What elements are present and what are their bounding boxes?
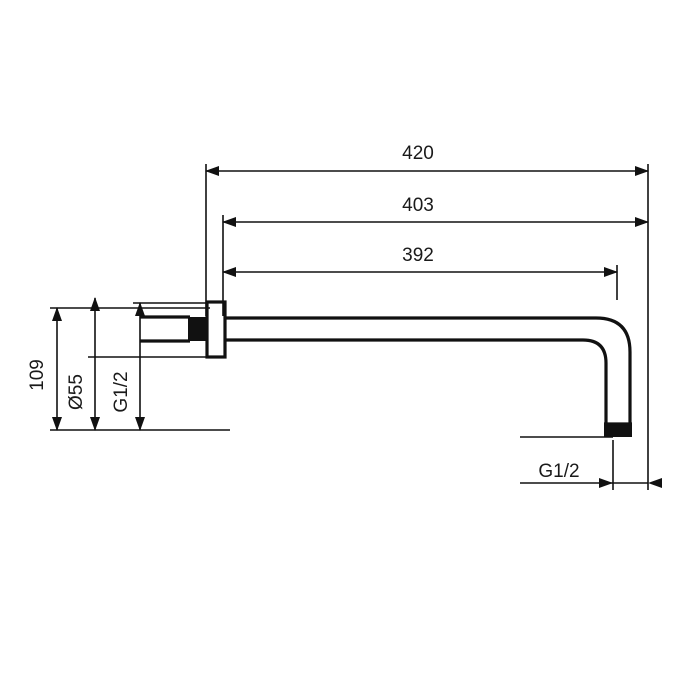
inlet-nipple [140,315,190,343]
dimension-outlet-thread: G1/2 [520,461,662,488]
dimension-109: 109 [27,307,62,431]
dimension-flange-diameter: Ø55 [66,297,100,431]
shower-arm-part [140,300,632,437]
dimension-inlet-thread-label: G1/2 [111,371,132,412]
dimension-392: 392 [222,245,618,277]
dimension-109-label: 109 [27,359,48,391]
arm-tube [225,316,596,342]
outlet-connector [604,422,632,437]
dimension-420-label: 420 [402,143,434,164]
dimension-outlet-thread-label: G1/2 [538,461,579,482]
dimension-420: 420 [205,143,649,176]
dimension-flange-diameter-label: Ø55 [66,374,87,410]
dimension-403: 403 [222,195,649,227]
dimension-403-label: 403 [402,195,434,216]
elbow-bend [582,316,632,432]
dimension-inlet-thread: G1/2 [111,302,145,431]
inlet-connector-block [188,317,208,341]
dimension-392-label: 392 [402,245,434,266]
